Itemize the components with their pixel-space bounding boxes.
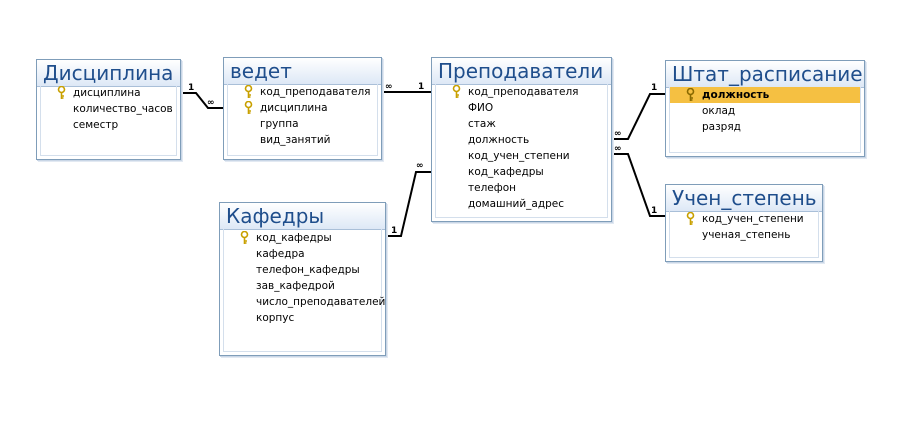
table-header[interactable]: Кафедры (220, 203, 385, 230)
field-row[interactable]: код_учен_степени (436, 148, 607, 164)
table-title: Преподаватели (438, 59, 604, 83)
field-label: код_преподавателя (468, 86, 579, 98)
field-row[interactable]: зав_кафедрой (224, 278, 381, 294)
field-label: количество_часов (73, 103, 173, 115)
table-teachers[interactable]: Преподаватели код_преподавателя ФИО стаж… (431, 57, 612, 222)
rel-many-label: ∞ (207, 98, 215, 108)
field-row-key[interactable]: код_кафедры (224, 230, 381, 246)
rel-one-label: 1 (188, 83, 194, 93)
rel-staff-teachers[interactable]: 1 ∞ (612, 83, 665, 140)
table-title: Дисциплина (43, 61, 174, 85)
field-row-key[interactable]: дисциплина (228, 100, 377, 116)
rel-vedet-teachers[interactable]: ∞ 1 (382, 82, 431, 93)
key-icon (244, 101, 253, 114)
field-label: код_учен_степени (468, 150, 570, 162)
field-label: дисциплина (260, 102, 328, 114)
field-label: код_кафедры (468, 166, 544, 178)
field-list[interactable]: код_преподавателя дисциплина группа вид_… (227, 84, 378, 156)
field-row[interactable]: вид_занятий (228, 132, 377, 148)
table-title: Штат_расписание (672, 62, 863, 86)
field-label: код_учен_степени (702, 213, 804, 225)
rel-one-label: 1 (418, 82, 424, 92)
field-row[interactable]: телефон_кафедры (224, 262, 381, 278)
field-row[interactable]: кафедра (224, 246, 381, 262)
key-icon (686, 212, 695, 225)
field-row[interactable]: стаж (436, 116, 607, 132)
field-label: дисциплина (73, 87, 141, 99)
table-header[interactable]: Преподаватели (432, 58, 611, 85)
field-label: стаж (468, 118, 496, 130)
rel-one-label: 1 (651, 83, 657, 93)
field-row[interactable]: группа (228, 116, 377, 132)
rel-one-label: 1 (651, 206, 657, 216)
field-row-key[interactable]: дисциплина (41, 85, 176, 101)
field-label: телефон (468, 182, 517, 194)
field-label: корпус (256, 312, 295, 324)
field-label: домашний_адрес (468, 198, 565, 210)
table-header[interactable]: ведет (224, 58, 381, 85)
field-label: вид_занятий (260, 134, 331, 146)
field-label: зав_кафедрой (256, 280, 335, 292)
field-label: код_преподавателя (260, 86, 371, 98)
field-list[interactable]: дисциплина количество_часов семестр (40, 86, 177, 156)
table-title: Учен_степень (672, 186, 817, 210)
table-header[interactable]: Дисциплина (37, 60, 180, 87)
field-label: число_преподавателей (256, 296, 386, 308)
rel-degree-teachers[interactable]: 1 ∞ (612, 144, 665, 217)
field-row[interactable]: количество_часов (41, 101, 176, 117)
rel-many-label: ∞ (416, 161, 424, 171)
field-label: ученая_степень (702, 229, 791, 241)
field-label: кафедра (256, 248, 305, 260)
rel-discipline-vedet[interactable]: 1 ∞ (181, 83, 223, 109)
field-label: оклад (702, 105, 736, 117)
key-icon (244, 85, 253, 98)
rel-one-label: 1 (391, 226, 397, 236)
field-row[interactable]: разряд (670, 119, 860, 135)
field-list[interactable]: должность оклад разряд (669, 87, 861, 153)
field-row[interactable]: семестр (41, 117, 176, 133)
table-title: Кафедры (226, 204, 325, 228)
table-discipline[interactable]: Дисциплина дисциплина количество_часов с… (36, 59, 181, 160)
table-header[interactable]: Учен_степень (666, 185, 822, 212)
rel-many-label: ∞ (385, 82, 393, 92)
field-label: разряд (702, 121, 741, 133)
field-label: должность (702, 89, 770, 101)
table-title: ведет (230, 59, 292, 83)
field-label: семестр (73, 119, 119, 131)
field-row[interactable]: ученая_степень (670, 227, 818, 243)
field-row-key-selected[interactable]: должность (670, 87, 860, 103)
field-label: ФИО (468, 102, 494, 114)
rel-many-label: ∞ (614, 129, 622, 139)
key-icon (686, 88, 695, 101)
field-label: группа (260, 118, 299, 130)
table-departments[interactable]: Кафедры код_кафедры кафедра телефон_кафе… (219, 202, 386, 356)
field-row[interactable]: ФИО (436, 100, 607, 116)
field-row[interactable]: число_преподавателей (224, 294, 385, 310)
table-staff-schedule[interactable]: Штат_расписание должность оклад разряд (665, 60, 865, 157)
table-academic-degree[interactable]: Учен_степень код_учен_степени ученая_сте… (665, 184, 823, 262)
field-list[interactable]: код_преподавателя ФИО стаж должность код… (435, 84, 608, 218)
rel-departments-teachers[interactable]: 1 ∞ (386, 161, 431, 237)
field-row[interactable]: телефон (436, 180, 607, 196)
field-row-key[interactable]: код_преподавателя (436, 84, 607, 100)
field-row[interactable]: домашний_адрес (436, 196, 607, 212)
field-label: код_кафедры (256, 232, 332, 244)
field-label: телефон_кафедры (256, 264, 360, 276)
key-icon (452, 85, 461, 98)
field-row-key[interactable]: код_преподавателя (228, 84, 377, 100)
field-list[interactable]: код_кафедры кафедра телефон_кафедры зав_… (223, 229, 385, 352)
table-header[interactable]: Штат_расписание (666, 61, 864, 88)
table-vedet[interactable]: ведет код_преподавателя дисциплина групп… (223, 57, 382, 160)
key-icon (57, 86, 66, 99)
rel-many-label: ∞ (614, 144, 622, 154)
field-list[interactable]: код_учен_степени ученая_степень (669, 211, 819, 258)
key-icon (240, 231, 249, 244)
field-row[interactable]: должность (436, 132, 607, 148)
field-row[interactable]: оклад (670, 103, 860, 119)
field-label: должность (468, 134, 530, 146)
field-row[interactable]: корпус (224, 310, 381, 326)
field-row[interactable]: код_кафедры (436, 164, 607, 180)
field-row-key[interactable]: код_учен_степени (670, 211, 818, 227)
